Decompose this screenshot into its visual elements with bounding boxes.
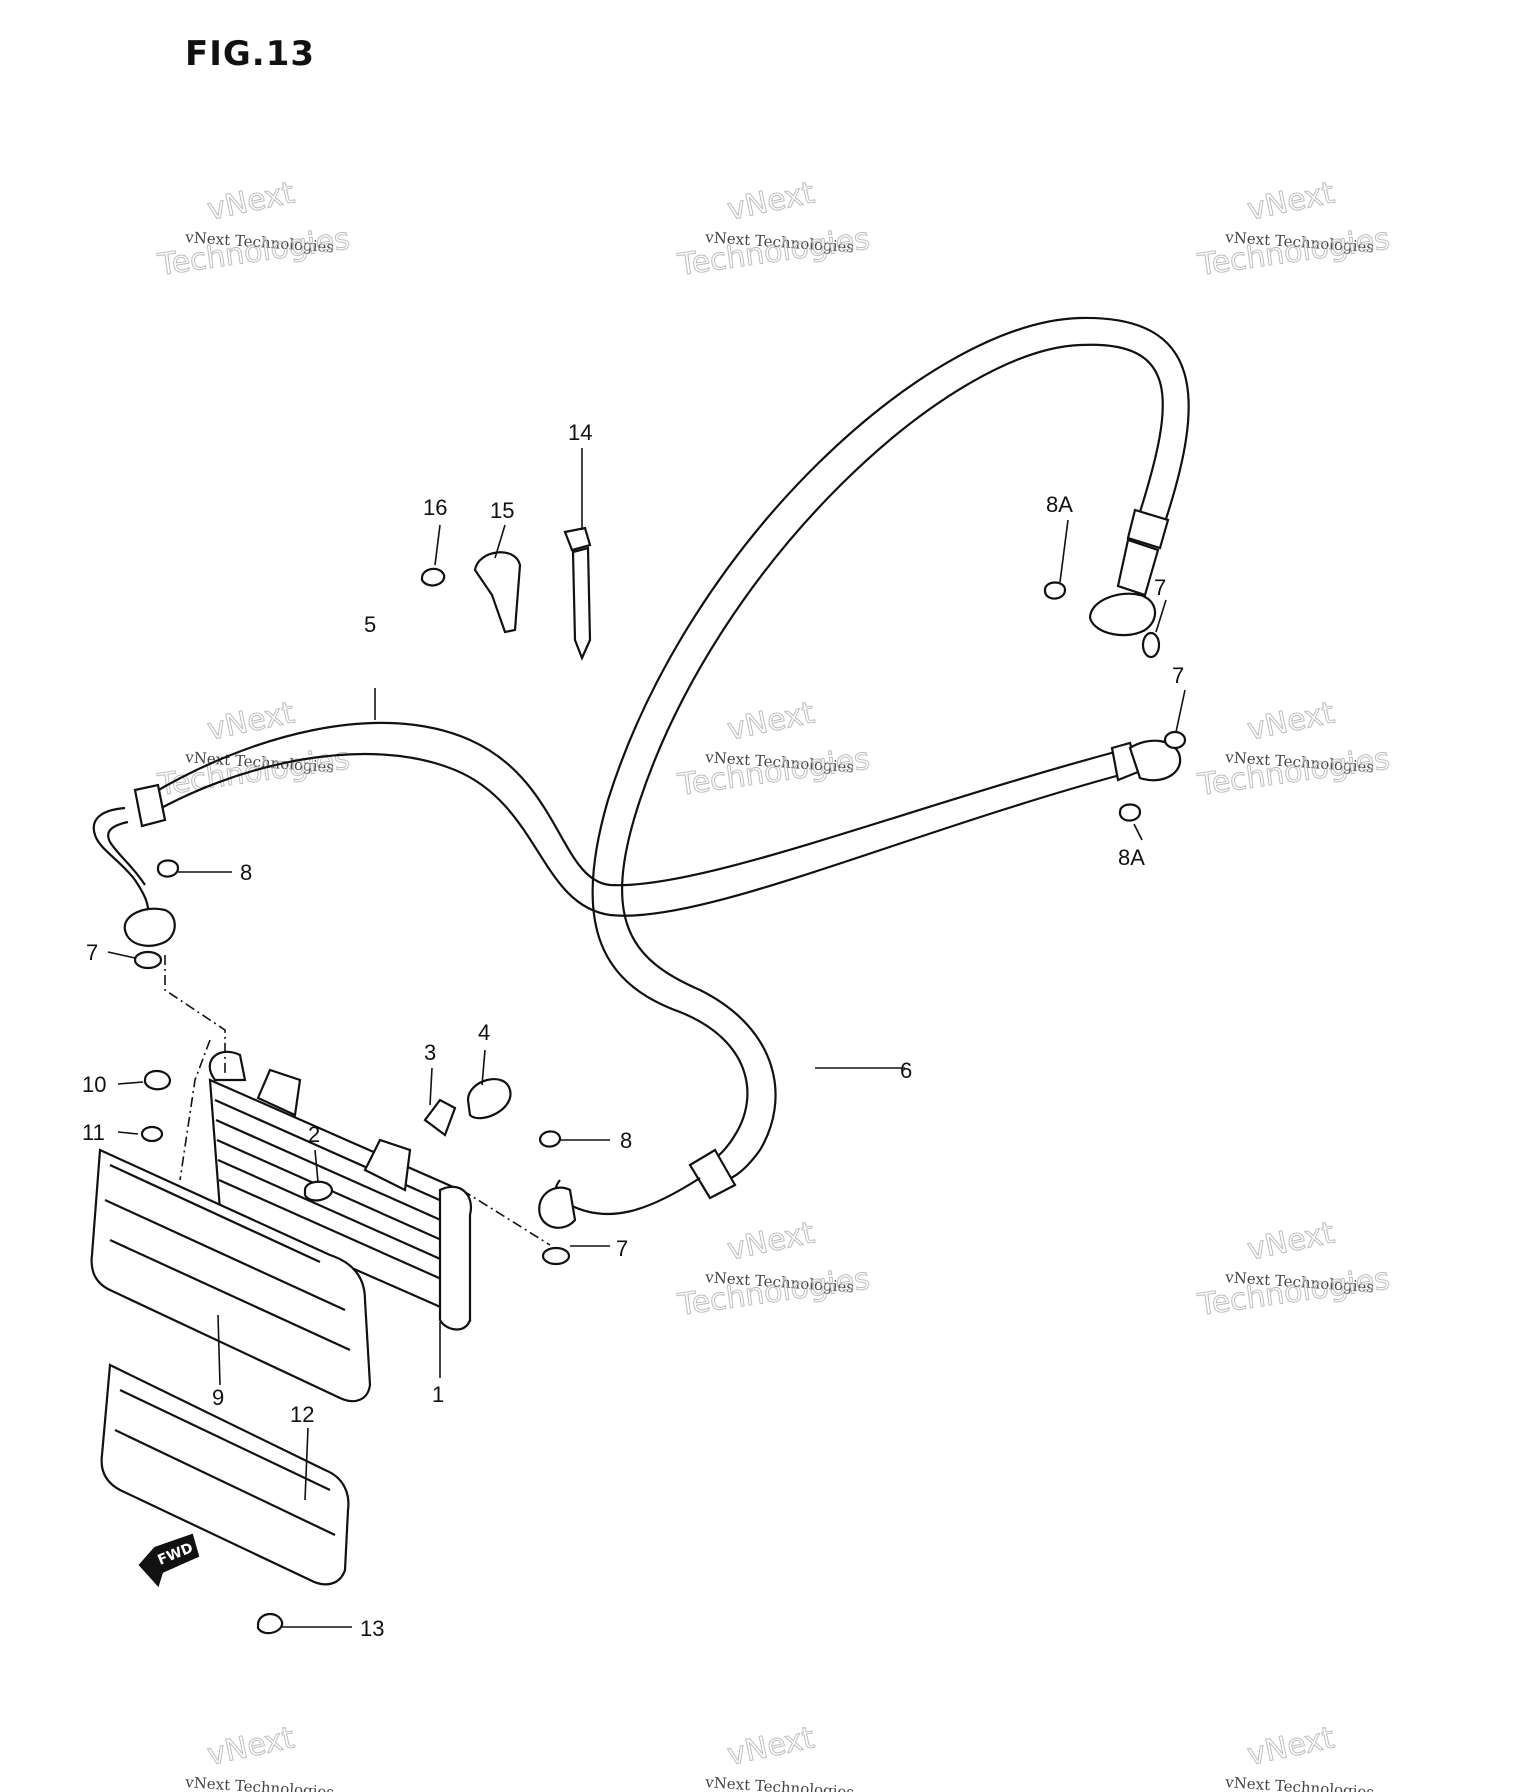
callout-12: 12 xyxy=(290,1402,314,1427)
small-parts xyxy=(133,526,1187,1635)
watermark: vNext vNext Technologies Technologies xyxy=(1195,175,1393,284)
callout-10: 10 xyxy=(82,1072,106,1097)
callout-15: 15 xyxy=(490,498,514,523)
callout-16: 16 xyxy=(423,495,447,520)
watermark-big-bottom: Technologies xyxy=(675,1261,872,1323)
banjo-flange-upper xyxy=(1088,592,1156,637)
grille-12 xyxy=(100,1363,350,1586)
hose-crimp-left xyxy=(133,783,167,828)
watermark-big-top: vNext xyxy=(724,1720,817,1773)
o-ring-7-right xyxy=(1163,730,1187,750)
grommet-4 xyxy=(466,1078,512,1120)
watermark-big-bottom: Technologies xyxy=(1195,1261,1392,1323)
watermark-big-top: vNext xyxy=(1244,1720,1337,1773)
bolt-8-lower xyxy=(538,1130,562,1148)
callout-labels: 5 14 15 16 8A 7 7 8A 8 7 6 8 7 4 3 2 10 … xyxy=(82,420,1184,1641)
watermark-big-top: vNext xyxy=(204,1720,297,1773)
bolt-8A-upper xyxy=(1043,581,1067,600)
watermark: vNext vNext Technologies Technologies xyxy=(1195,695,1393,804)
watermark: vNext vNext Technologies Technologies xyxy=(155,175,353,284)
callout-11: 11 xyxy=(82,1120,105,1145)
hose-crimp-lower xyxy=(688,1148,737,1200)
bolt-10 xyxy=(143,1069,172,1091)
callout-5: 5 xyxy=(364,612,376,637)
watermark: vNext vNext Technologies Technologies xyxy=(675,175,873,284)
callout-7-left: 7 xyxy=(86,940,98,965)
leader-lines xyxy=(107,448,1186,1628)
hose-crimp-upper xyxy=(1126,508,1170,550)
watermark-big-bottom: Technologies xyxy=(1195,221,1392,283)
grille-9 xyxy=(90,1148,372,1403)
bolt-16 xyxy=(420,567,446,587)
hose-fitting-stem xyxy=(1116,538,1160,597)
callout-8-left: 8 xyxy=(240,860,252,885)
cooler-end-tank xyxy=(438,1185,473,1331)
assembly-lines xyxy=(164,955,551,1246)
figure-title: FIG.13 xyxy=(185,34,316,74)
watermark-big-top: vNext xyxy=(204,175,297,228)
watermark-big-top: vNext xyxy=(724,695,817,748)
callout-3: 3 xyxy=(424,1040,436,1065)
callout-14: 14 xyxy=(568,420,592,445)
fwd-direction-marker: FWD xyxy=(138,1533,200,1588)
cooler-inlet-boss xyxy=(208,1050,247,1082)
o-ring-7-upper xyxy=(1141,631,1161,659)
watermark: vNext vNext Technologies Technologies xyxy=(155,695,353,804)
o-ring-7-left xyxy=(133,950,163,970)
watermark-line: vNext Technologies xyxy=(704,1773,855,1792)
watermark-big-bottom: Technologies xyxy=(155,741,352,803)
watermark: vNext vNext Technologies xyxy=(704,1720,855,1792)
bolt-2 xyxy=(303,1180,334,1202)
o-ring-7-lower xyxy=(541,1246,571,1266)
banjo-flange-right xyxy=(1128,739,1182,782)
oil-hose-6 xyxy=(538,316,1190,1229)
callout-1: 1 xyxy=(432,1382,444,1407)
callout-7-lower: 7 xyxy=(616,1236,628,1261)
callout-7-right: 7 xyxy=(1172,663,1184,688)
bolt-8A-lower xyxy=(1118,803,1142,822)
watermark: vNext vNext Technologies xyxy=(1224,1720,1375,1792)
callout-9: 9 xyxy=(212,1385,224,1410)
bolt-8-left xyxy=(156,859,180,878)
watermark-big-bottom: Technologies xyxy=(675,741,872,803)
callout-2: 2 xyxy=(308,1122,320,1147)
callout-8A-lower: 8A xyxy=(1118,845,1145,870)
watermark-big-top: vNext xyxy=(204,695,297,748)
watermark-line: vNext Technologies xyxy=(1224,1773,1375,1792)
oil-hose-5 xyxy=(92,721,1182,947)
oil-cooler-core-1 xyxy=(208,1050,473,1331)
cooler-bracket-left xyxy=(256,1068,302,1117)
watermark-big-top: vNext xyxy=(1244,175,1337,228)
washer-11 xyxy=(140,1125,164,1143)
watermark: vNext vNext Technologies Technologies xyxy=(1195,1215,1393,1324)
cooler-bracket-right xyxy=(363,1138,412,1192)
screw-13 xyxy=(256,1613,284,1635)
watermark-big-top: vNext xyxy=(724,1215,817,1268)
watermark-line: vNext Technologies xyxy=(184,1773,335,1792)
band-strap-14 xyxy=(571,546,592,661)
hose-flange-left xyxy=(123,907,176,947)
watermark-big-top: vNext xyxy=(724,175,817,228)
watermark-big-top: vNext xyxy=(1244,1215,1337,1268)
sleeve-3 xyxy=(423,1098,457,1137)
callout-13: 13 xyxy=(360,1616,384,1641)
watermark: vNext vNext Technologies Technologies xyxy=(675,695,873,804)
watermark-big-top: vNext xyxy=(1244,695,1337,748)
callout-6: 6 xyxy=(900,1058,912,1083)
watermark-big-bottom: Technologies xyxy=(675,221,872,283)
watermark-big-bottom: Technologies xyxy=(1195,741,1392,803)
watermark-big-bottom: Technologies xyxy=(155,221,352,283)
watermark: vNext vNext Technologies Technologies xyxy=(675,1215,873,1324)
callout-7-upper: 7 xyxy=(1154,575,1166,600)
callout-4: 4 xyxy=(478,1020,490,1045)
hose-flange-lower xyxy=(538,1186,577,1229)
callout-8-lower: 8 xyxy=(620,1128,632,1153)
clamp-15 xyxy=(473,551,522,634)
callout-8A-upper: 8A xyxy=(1046,492,1073,517)
watermark: vNext vNext Technologies xyxy=(184,1720,335,1792)
band-head-14 xyxy=(563,526,592,552)
